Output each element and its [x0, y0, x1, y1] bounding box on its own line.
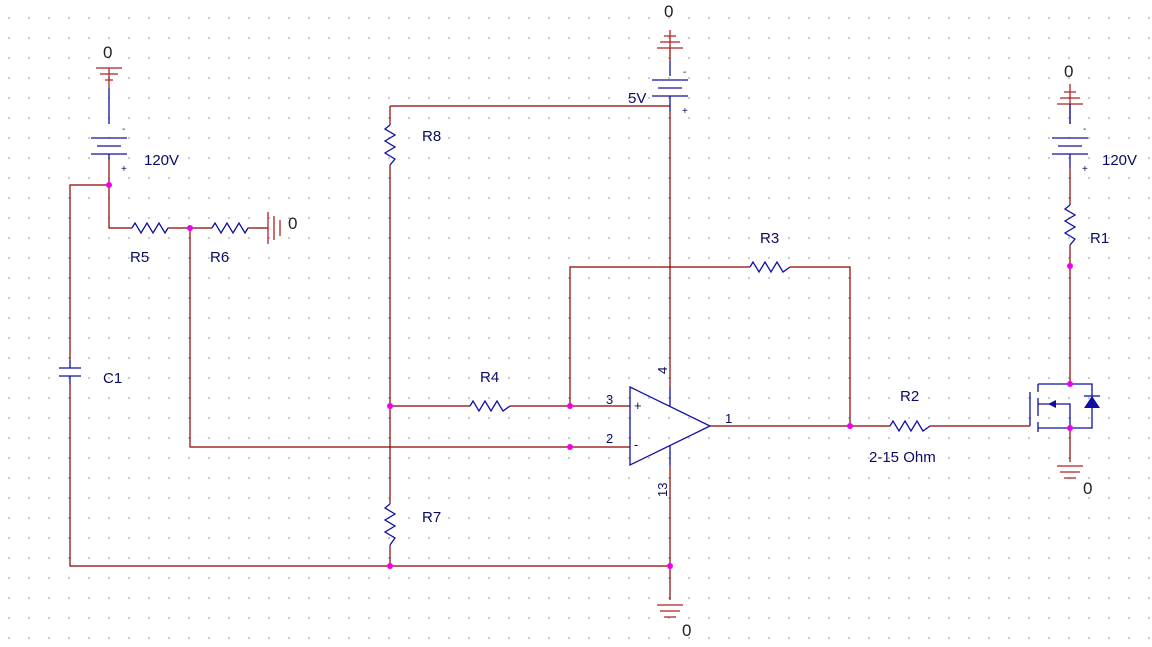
wire-r3-loop-right: [790, 266, 851, 426]
resistor-r8: R8: [383, 124, 441, 166]
opamp-minus-sign: -: [634, 437, 638, 452]
ground-top: 0: [657, 2, 683, 49]
resistor-r1: R1: [1063, 204, 1109, 247]
r5-label: R5: [130, 249, 149, 266]
battery-left: - + 120V: [91, 88, 179, 175]
opamp-pin-3: 3: [606, 392, 613, 407]
ground-label-right-top: 0: [1064, 62, 1073, 81]
wire-r3-loop-left: [569, 266, 750, 406]
battery-right-label: 120V: [1102, 152, 1137, 169]
ground-label-top: 0: [664, 2, 673, 21]
opamp-pin-4: 4: [655, 367, 670, 374]
battery-right-minus: -: [1083, 124, 1086, 135]
c1-label: C1: [103, 370, 122, 387]
opamp-plus-sign: +: [634, 398, 642, 413]
battery-left-minus: -: [122, 124, 125, 135]
battery-top: - + 5V: [628, 62, 688, 117]
r4-label: R4: [480, 369, 499, 386]
r7-label: R7: [422, 509, 441, 526]
r8-label: R8: [422, 128, 441, 145]
battery-right: - + 120V: [1052, 104, 1137, 175]
r2-label: R2: [900, 388, 919, 405]
mosfet: [1029, 383, 1100, 432]
ground-right-top: 0: [1057, 62, 1083, 105]
wire-r8-top: [389, 105, 670, 125]
opamp-pin-2: 2: [606, 431, 613, 446]
battery-top-plus: +: [682, 106, 688, 117]
r2-value: 2-15 Ohm: [869, 449, 936, 466]
ground-label-mosfet: 0: [1083, 479, 1092, 498]
wire-c1-bottom: [69, 384, 671, 600]
resistor-r7: R7: [383, 503, 441, 546]
wires: [69, 48, 1071, 600]
resistor-r5: R5: [130, 221, 169, 266]
junctions: [106, 182, 1073, 569]
resistor-r4: R4: [469, 369, 511, 413]
resistor-r3: R3: [749, 230, 791, 274]
ground-r6: 0: [267, 212, 297, 244]
ground-bottom: 0: [657, 604, 691, 640]
r3-label: R3: [760, 230, 779, 247]
r1-label: R1: [1090, 230, 1109, 247]
capacitor-c1: C1: [59, 360, 122, 387]
wire-c1-top: [69, 184, 109, 360]
ground-mosfet: 0: [1057, 465, 1092, 498]
resistor-r6: R6: [210, 221, 249, 266]
r6-label: R6: [210, 249, 229, 266]
battery-right-plus: +: [1082, 164, 1088, 175]
opamp: + - 3 2 1 4 13: [606, 367, 732, 497]
ground-label-r6: 0: [288, 214, 297, 233]
opamp-pin-13: 13: [655, 483, 670, 497]
ground-label-left: 0: [103, 43, 112, 62]
opamp-pin-1: 1: [725, 411, 732, 426]
battery-left-label: 120V: [144, 152, 179, 169]
wire-r6-node-inverting: [189, 228, 630, 448]
battery-top-label: 5V: [628, 90, 646, 107]
battery-top-minus: -: [683, 67, 686, 78]
ground-label-bottom: 0: [682, 621, 691, 640]
battery-left-plus: +: [121, 164, 127, 175]
ground-left: 0: [96, 43, 122, 88]
resistor-r2: R2 2-15 Ohm: [869, 388, 936, 466]
